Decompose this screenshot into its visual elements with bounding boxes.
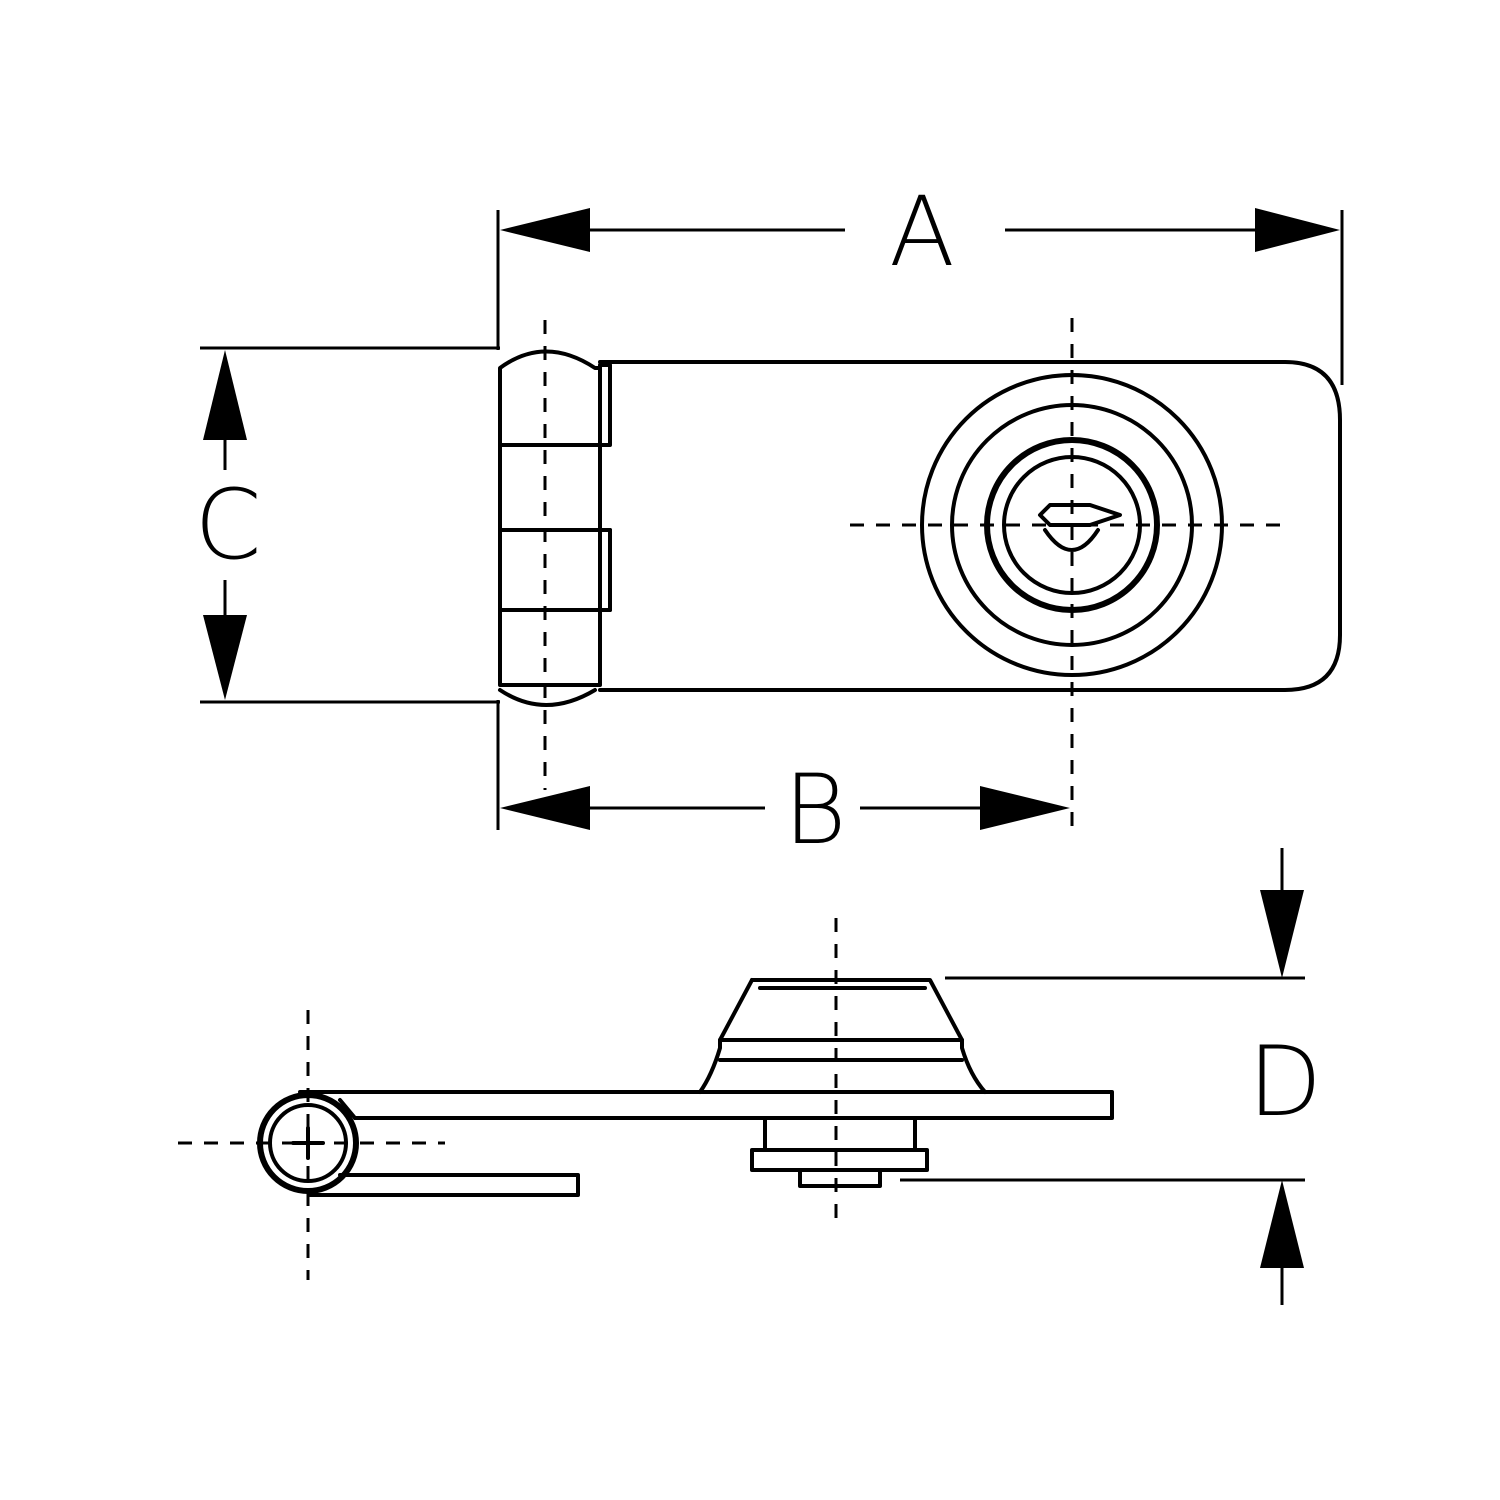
arrow-c-bottom <box>203 615 247 700</box>
arrow-a-right <box>1255 208 1340 252</box>
lock-boss-right <box>750 978 987 1094</box>
arrow-a-left <box>500 208 590 252</box>
dimension-b-label: B <box>784 754 847 866</box>
top-view: A B C <box>194 176 1344 866</box>
dimension-d: D <box>1248 848 1322 1305</box>
dimension-d-label: D <box>1248 1026 1322 1138</box>
hasp-plate <box>598 360 1342 692</box>
hinge-bottom-curve <box>498 688 597 707</box>
dimension-a-label: A <box>889 176 955 288</box>
side-view: D <box>178 848 1322 1305</box>
lock-nut <box>798 1168 882 1188</box>
arrow-b-left <box>500 786 590 830</box>
hasp-leaf <box>298 1090 1114 1120</box>
arrow-c-top <box>203 350 247 440</box>
keyway-curve <box>1043 528 1100 552</box>
lock-washer <box>750 1148 929 1172</box>
hinge-knuckle <box>498 349 602 687</box>
arrow-d-bottom <box>1260 1180 1304 1268</box>
keyway <box>1038 503 1122 527</box>
dimension-a: A <box>500 176 1340 288</box>
dimension-b: B <box>500 754 1070 866</box>
knuckle-tab-1 <box>598 363 612 447</box>
dimension-c: C <box>194 350 262 700</box>
arrow-b-right <box>980 786 1070 830</box>
lock-boss-left <box>698 978 754 1094</box>
dimension-c-label: C <box>194 469 261 581</box>
arrow-d-top <box>1260 890 1304 978</box>
lock-body-under <box>763 1116 917 1152</box>
hinge-short-leaf <box>308 1173 580 1197</box>
knuckle-tab-2 <box>598 528 612 612</box>
